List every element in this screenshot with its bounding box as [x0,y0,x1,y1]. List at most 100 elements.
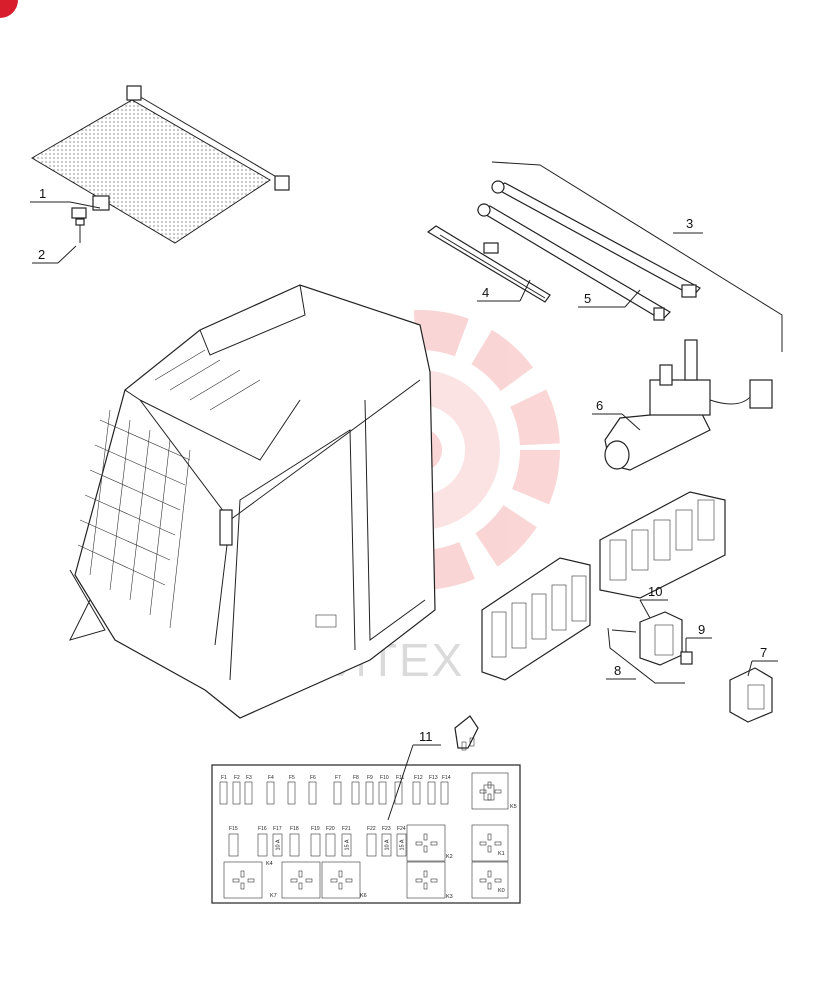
fuse-label-f5: F5 [289,775,295,781]
fuse-slot-f9 [365,781,374,805]
fuse-label-f17: F17 [273,826,282,832]
operator-cab [69,284,436,719]
wiper-arm [476,180,701,321]
fuse-slot-f20 [325,833,336,857]
fuse-slot-f5 [287,781,296,805]
relay-k7: K7 [270,861,321,899]
callout-7: 7 [760,645,767,660]
fuse-slot-f10 [378,781,387,805]
fuse-label-f21: F21 [342,826,351,832]
fuse-slot-f16 [257,833,268,857]
fuse-slot-f12 [412,781,421,805]
fuse-rating-f23: 10 A [385,839,391,850]
callout-9: 9 [698,622,705,637]
fuse-label-f4: F4 [268,775,274,781]
relay-k1: K1 [471,824,509,862]
fuse-slot-f19 [310,833,321,857]
fuse-label-f23: F23 [382,826,391,832]
fuse-label-f3: F3 [246,775,252,781]
fuse-row-middle: F15 F16 F17 10 A F18 F19 F20 F21 15 A F22 F23 10 A F… [228,826,407,857]
fuse-slot-f3 [244,781,253,805]
fuse-slot-f15 [228,833,239,857]
fuse-label-f24: F24 [397,826,406,832]
callout-3: 3 [686,216,693,231]
callout-2: 2 [38,247,45,262]
relay-k3: K3 [406,861,453,900]
callout-6: 6 [596,398,603,413]
fuse-slot-f4 [266,781,275,805]
switch-panel-lower [481,557,591,681]
fuse-label-f18: F18 [290,826,299,832]
fuse-rating-f21: 15 A [345,839,351,850]
fuse-slot-f22 [366,833,377,857]
fuse-slot-f13 [427,781,436,805]
relay-label-k7: K7 [270,893,277,899]
fuse-slot-f1 [219,781,228,805]
relay-k0: K0 [471,861,509,899]
fuse-slot-f8 [351,781,360,805]
fuse-spare-slot [483,784,495,801]
relay-label-k3: K3 [446,894,453,900]
fuse-label-f15: F15 [229,826,238,832]
fuse-slot-f17 [272,833,283,857]
relay-k2: K2 [406,824,453,862]
fuse-slot-f21 [341,833,352,857]
relay-label-k0: K0 [498,888,505,894]
fuse-slot-f11 [394,781,403,805]
fuse-label-f8: F8 [353,775,359,781]
fuse-label-f6: F6 [310,775,316,781]
fuse-label-f22: F22 [367,826,376,832]
fuse-label-f13: F13 [429,775,438,781]
fuse-label-f2: F2 [234,775,240,781]
relay-label-k5: K5 [510,804,517,810]
wiper-blade [426,225,551,303]
callout-4: 4 [482,285,489,300]
relay-label-k1: K1 [498,851,505,857]
relay-label-k2: K2 [446,854,453,860]
callout-11: 11 [419,729,433,744]
relay-k4: K4 [223,861,273,899]
leader-lines [30,201,778,821]
fuse-label-f16: F16 [258,826,267,832]
fuse-slot-f14 [440,781,449,805]
hazard-switch [729,667,773,723]
fuse-label-f1: F1 [221,775,227,781]
fuse-slot-f23 [381,833,392,857]
fuse-slot-f6 [308,781,317,805]
wiper-motor [604,339,773,471]
fuse-slot-f2 [232,781,241,805]
fuse-row-top: F1 F2 F3 F4 F5 F6 F7 F8 F9 F10 F11 F12 F13 F14 [219,775,451,805]
relay-label-k6: K6 [360,893,367,899]
fuse-rating-f24: 15 A [400,839,406,850]
fuse-slot-f24 [396,833,407,857]
sun-blind [31,85,290,244]
fuse-label-f12: F12 [414,775,423,781]
callout-5: 5 [584,291,591,306]
relay-k6: K6 [321,861,367,899]
switch-panel-upper [599,491,726,599]
corner-badge [0,0,18,18]
fuse-label-f11: F11 [396,775,404,781]
fuse-label-f7: F7 [335,775,341,781]
fuse-label-f10: F10 [380,775,389,781]
switch-group-bracket [607,627,685,684]
callout-8: 8 [614,663,621,678]
screw-part [75,218,85,243]
fuse-label-f9: F9 [367,775,373,781]
fuse-rating-f17: 10 A [276,839,282,850]
blade-fuse [454,715,479,751]
callout-1: 1 [39,186,46,201]
fuse-label-f19: F19 [311,826,320,832]
fuse-slot-f7 [333,781,342,805]
rocker-switch [611,611,683,666]
callout-10: 10 [648,584,662,599]
fuse-label-f20: F20 [326,826,335,832]
fuse-board: F1 F2 F3 F4 F5 F6 F7 F8 F9 F10 F11 F12 F13 F14 F15 F16… [211,764,521,904]
switch-lens [680,651,693,665]
fuse-label-f14: F14 [442,775,451,781]
wiper-group-bracket [491,161,783,352]
relay-label-k4: K4 [266,861,273,867]
fuse-slot-f18 [289,833,300,857]
